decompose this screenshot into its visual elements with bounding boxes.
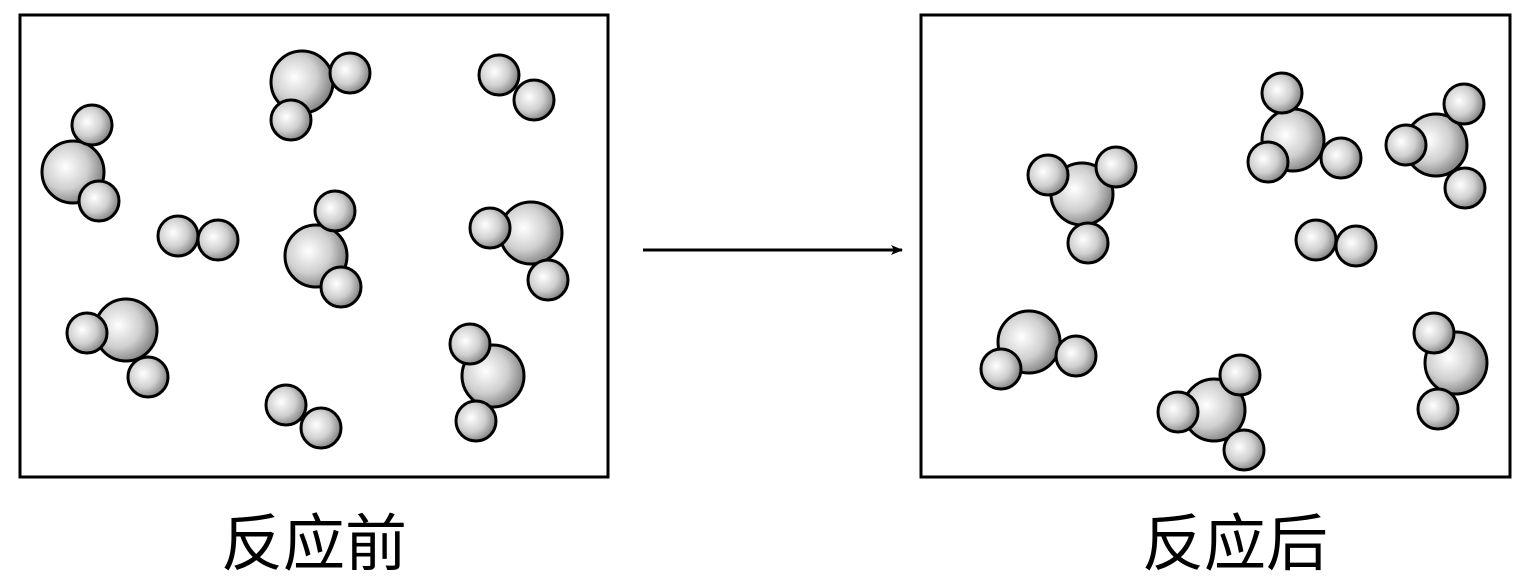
atom-small [1094,145,1138,189]
atom-small [1026,153,1070,197]
atom-small [468,206,512,250]
atom-small [1384,123,1428,167]
atom-small [70,103,114,147]
atom-small [1054,334,1098,378]
atom-small [454,399,498,443]
atom-small [1416,387,1460,431]
atom-small [512,78,556,122]
atom-small [1260,71,1304,115]
molecule [1026,145,1138,265]
molecule [477,53,556,122]
atom-small [264,383,308,427]
atom-small [196,218,240,262]
atom-small [448,322,492,366]
panel-after [919,13,1512,479]
label-after-reaction: 反应后 [1141,507,1328,580]
atom-small [77,179,121,223]
label-before-reaction: 反应前 [220,507,407,580]
atom-small [979,347,1023,391]
atom-small [1222,428,1266,472]
molecule [269,49,372,142]
atom-small [126,355,170,399]
molecule [40,103,121,223]
molecule [283,189,363,309]
molecule [1156,353,1266,472]
molecule [979,309,1098,391]
atom-small [1294,218,1338,262]
atom-small [1066,221,1110,265]
molecule [468,200,570,302]
molecule [448,322,526,443]
atom-small [526,258,570,302]
molecule [65,297,170,399]
atom-small [65,311,109,355]
atom-small [1412,311,1456,355]
atom-small [156,214,200,258]
atom-small [313,189,357,233]
atom-small [1442,82,1486,126]
atom-small [299,406,343,450]
molecule [1412,311,1489,431]
atom-small [1246,140,1290,184]
atom-small [319,265,363,309]
atom-small [1334,224,1378,268]
atom-small [1218,353,1262,397]
atom-small [269,98,313,142]
molecule [1294,218,1378,268]
molecule [1246,71,1363,184]
molecule [1384,82,1487,210]
molecule [264,383,343,450]
atom-small [328,51,372,95]
atom-small [1443,166,1487,210]
molecule [156,214,240,262]
panel-before [18,13,610,479]
atom-small [1319,136,1363,180]
atom-small [1156,390,1200,434]
atom-small [477,53,521,97]
